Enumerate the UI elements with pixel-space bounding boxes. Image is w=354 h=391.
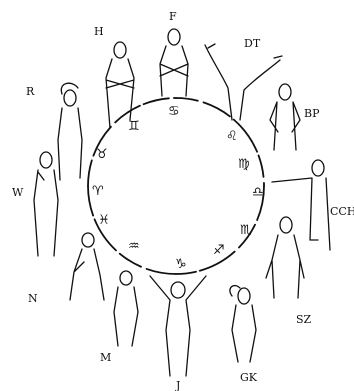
label-h: H <box>94 25 104 38</box>
label-f: F <box>169 10 177 23</box>
label-dt: DT <box>244 37 261 50</box>
label-m: M <box>100 351 111 364</box>
label-gk: GK <box>240 371 258 384</box>
virgo-sign: ♍ <box>238 157 250 172</box>
figure-r <box>58 83 82 180</box>
libra-sign: ♎ <box>252 185 264 200</box>
sagittarius-sign: ♐ <box>213 243 225 258</box>
label-j: J <box>175 379 180 391</box>
figure-bp <box>270 84 300 150</box>
taurus-sign: ♉ <box>96 147 108 162</box>
figure-h <box>106 42 134 128</box>
label-w: W <box>12 186 24 199</box>
aries-sign: ♈ <box>92 184 104 199</box>
figure-cch <box>272 160 330 250</box>
label-sz: SZ <box>296 313 312 326</box>
label-cch: CCH <box>330 205 354 218</box>
figure-sz <box>266 217 304 298</box>
figure-n <box>70 233 104 300</box>
figure-gk <box>230 286 256 362</box>
cancer-sign: ♋ <box>168 104 180 119</box>
figure-f <box>160 29 188 96</box>
capricorn-sign: ♑ <box>175 257 187 272</box>
zodiac-circle <box>88 98 264 274</box>
zodiac-signs: ♋ ♌ ♍ ♎ ♏ ♐ ♑ ♒ ♓ ♈ ♉ ♊ <box>92 104 264 272</box>
figure-labels: F DT BP CCH SZ GK J M N W R H <box>12 10 354 391</box>
figure-w <box>34 152 58 256</box>
label-bp: BP <box>304 107 320 120</box>
figure-m <box>114 271 138 346</box>
figure-j <box>150 276 206 376</box>
figures <box>34 29 330 376</box>
aquarius-sign: ♒ <box>128 239 140 254</box>
pisces-sign: ♓ <box>98 213 110 228</box>
scorpio-sign: ♏ <box>240 223 252 238</box>
label-r: R <box>26 85 35 98</box>
label-n: N <box>28 292 38 305</box>
leo-sign: ♌ <box>226 129 238 144</box>
gemini-sign: ♊ <box>128 119 140 134</box>
